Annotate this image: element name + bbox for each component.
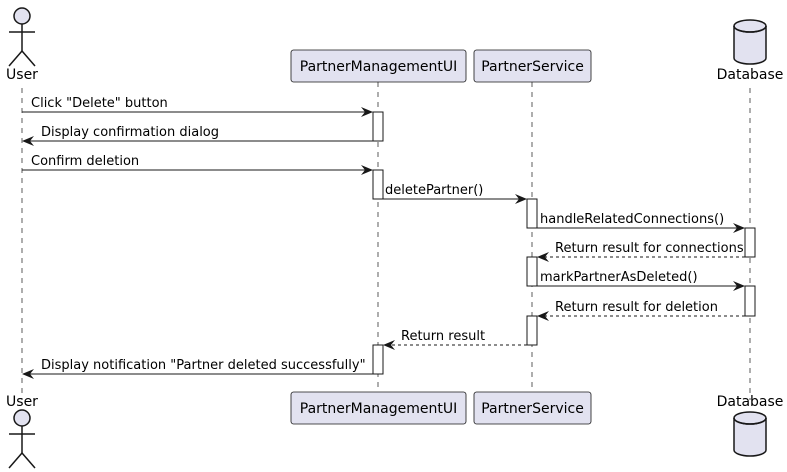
message-label: handleRelatedConnections() <box>540 212 724 227</box>
database-top: Database <box>717 19 784 83</box>
participant-label: PartnerManagementUI <box>300 401 457 417</box>
activation-bar <box>372 344 384 375</box>
participant-partnerservice-bottom: PartnerService <box>473 391 592 425</box>
participants-bottom: User PartnerManagementUI PartnerService … <box>6 391 784 469</box>
activation-bar <box>526 198 538 229</box>
actor-head <box>13 409 31 427</box>
message-handle-related-connections: handleRelatedConnections() <box>537 212 745 233</box>
messages: Click "Delete" button Display confirmati… <box>22 96 745 379</box>
message-return-deletion: Return result for deletion <box>537 300 745 321</box>
message-display-confirmation: Display confirmation dialog <box>22 125 373 146</box>
database-inner-rim <box>733 25 767 33</box>
actor-leg-left <box>8 50 23 67</box>
activation-bar <box>744 285 756 317</box>
activation-bar <box>372 111 384 142</box>
actor-user-bottom: User <box>6 394 38 469</box>
activation-bar <box>526 315 538 346</box>
activation-bar <box>744 227 756 258</box>
message-label: Display notification "Partner deleted su… <box>41 358 366 373</box>
database-bottom: Database <box>717 394 784 457</box>
participant-box <box>290 391 467 425</box>
activation-bar <box>526 256 538 287</box>
actor-user-top: User <box>6 7 38 83</box>
message-return-result: Return result <box>383 329 527 350</box>
actor-label: User <box>6 67 38 83</box>
participant-label: PartnerService <box>481 59 584 75</box>
participant-box <box>290 49 467 83</box>
participant-label: PartnerManagementUI <box>300 59 457 75</box>
actor-leg-right <box>21 452 36 469</box>
activation-bar <box>372 169 384 200</box>
message-label: Display confirmation dialog <box>41 125 219 140</box>
participants-top: User PartnerManagementUI PartnerService … <box>6 7 784 83</box>
participant-box <box>473 391 592 425</box>
actor-head <box>13 7 31 25</box>
message-confirm-deletion: Confirm deletion <box>22 154 373 175</box>
message-label: Return result for connections <box>555 241 744 256</box>
message-return-connections: Return result for connections <box>537 241 745 262</box>
database-inner-rim <box>733 417 767 425</box>
message-label: Confirm deletion <box>31 154 139 169</box>
database-cylinder <box>733 26 767 65</box>
message-label: deletePartner() <box>385 183 483 198</box>
participant-label: PartnerService <box>481 401 584 417</box>
participant-partnermanagementui-bottom: PartnerManagementUI <box>290 391 467 425</box>
message-label: Return result for deletion <box>555 300 718 315</box>
message-click-delete: Click "Delete" button <box>22 96 373 117</box>
message-mark-partner-deleted: markPartnerAsDeleted() <box>537 270 745 291</box>
participant-partnerservice-top: PartnerService <box>473 49 592 83</box>
activations <box>372 111 756 375</box>
database-cylinder <box>733 418 767 457</box>
message-display-notification: Display notification "Partner deleted su… <box>22 358 373 379</box>
message-label: Return result <box>401 329 485 344</box>
database-label: Database <box>717 394 784 410</box>
participant-partnermanagementui-top: PartnerManagementUI <box>290 49 467 83</box>
actor-leg-left <box>8 452 23 469</box>
actor-leg-right <box>21 50 36 67</box>
message-label: markPartnerAsDeleted() <box>540 270 698 285</box>
database-label: Database <box>717 67 784 83</box>
actor-label: User <box>6 394 38 410</box>
message-delete-partner: deletePartner() <box>383 183 527 204</box>
participant-box <box>473 49 592 83</box>
message-label: Click "Delete" button <box>31 96 168 111</box>
